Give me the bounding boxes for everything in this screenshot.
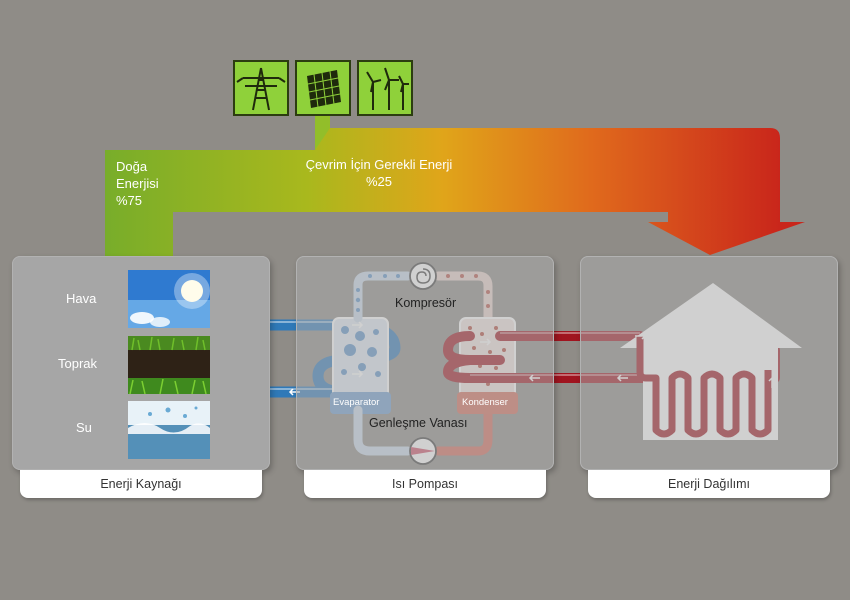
nature-energy-line1: Doğa xyxy=(116,159,148,174)
heat-pump-panel xyxy=(296,256,554,470)
solar-panel-icon xyxy=(295,60,351,116)
condenser-label: Kondenser xyxy=(462,397,508,408)
energy-distribution-panel xyxy=(580,256,838,470)
compressor-label: Kompresör xyxy=(395,296,457,310)
nature-energy-line3: %75 xyxy=(116,193,143,208)
cycle-energy-line2: %25 xyxy=(365,174,393,189)
nature-energy-line2: Enerjisi xyxy=(116,176,159,191)
heat-pump-title: Isı Pompası xyxy=(304,470,546,498)
sky-sun-photo xyxy=(128,270,210,328)
source-label-soil: Toprak xyxy=(58,356,98,371)
soil-grass-photo xyxy=(128,336,210,395)
cycle-energy-label: Çevrim İçin Gerekli Enerji %25 xyxy=(294,156,464,190)
nature-energy-label: Doğa Enerjisi %75 xyxy=(116,158,159,209)
source-label-air: Hava xyxy=(66,291,97,306)
power-pylon-icon xyxy=(233,60,289,116)
cycle-energy-line1: Çevrim İçin Gerekli Enerji xyxy=(305,157,453,172)
evaporator-label: Evaparator xyxy=(333,397,380,408)
energy-source-title: Enerji Kaynağı xyxy=(20,470,262,498)
source-label-water: Su xyxy=(76,420,92,435)
wind-turbine-icon xyxy=(357,60,413,116)
water-splash-photo xyxy=(128,401,210,459)
expansion-valve-label: Genleşme Vanası xyxy=(369,416,468,430)
energy-flow-arrow xyxy=(105,115,805,262)
energy-distribution-title: Enerji Dağılımı xyxy=(588,470,830,498)
